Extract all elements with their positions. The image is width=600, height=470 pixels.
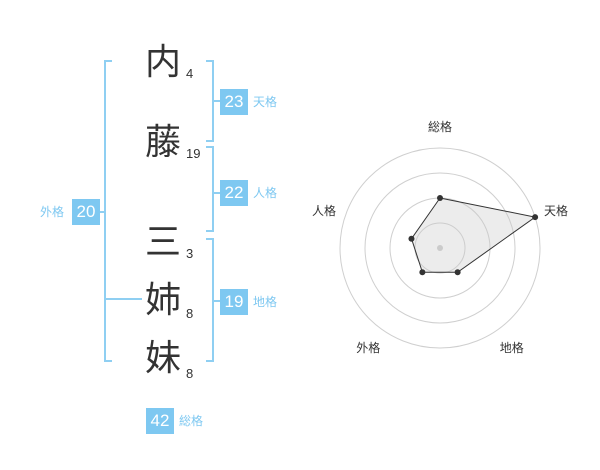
radar-point-1 bbox=[437, 195, 443, 201]
name-char-1: 内 bbox=[144, 42, 181, 83]
jinkaku-bracket-tick bbox=[214, 192, 220, 194]
chikaku-bracket-tick bbox=[214, 300, 220, 302]
name-char-3: 三 bbox=[144, 222, 181, 263]
tenkaku-bracket-tick bbox=[214, 100, 220, 102]
stroke-count-4: 8 bbox=[186, 306, 194, 321]
radar-point-5 bbox=[408, 235, 415, 242]
radar-series-polygon bbox=[410, 197, 537, 273]
radar-axis-label-5: 人格 bbox=[311, 204, 336, 219]
radar-axis-label-3: 地格 bbox=[499, 340, 524, 355]
stroke-count-2: 19 bbox=[186, 146, 201, 161]
radar-point-4 bbox=[419, 269, 426, 276]
stroke-count-5: 8 bbox=[186, 366, 194, 381]
radar-center bbox=[437, 245, 443, 251]
tenkaku-value: 23 bbox=[220, 89, 248, 115]
stroke-count-1: 4 bbox=[186, 66, 194, 81]
gaikaku-label: 外格 bbox=[40, 205, 65, 219]
radar-point-2 bbox=[532, 214, 539, 221]
radar-ring-4 bbox=[339, 147, 541, 349]
name-char-2: 藤 bbox=[144, 122, 181, 163]
radar-point-3 bbox=[454, 269, 461, 276]
jinkaku-label: 人格 bbox=[253, 186, 278, 200]
gaikaku-value: 20 bbox=[72, 199, 100, 225]
soukaku-value: 42 bbox=[146, 408, 174, 434]
chikaku-bracket bbox=[206, 238, 214, 362]
name-char-5: 妹 bbox=[144, 338, 181, 379]
gaikaku-bracket-tick bbox=[98, 211, 106, 213]
jinkaku-value: 22 bbox=[220, 180, 248, 206]
chikaku-label: 地格 bbox=[253, 295, 278, 309]
radar-axis-label-4: 外格 bbox=[356, 340, 381, 355]
name-char-4: 姉 bbox=[144, 280, 181, 321]
radar-axis-label-2: 天格 bbox=[544, 204, 569, 219]
tenkaku-bracket bbox=[206, 60, 214, 142]
radar-ring-3 bbox=[364, 172, 516, 324]
gaikaku-bracket-mid bbox=[104, 298, 142, 300]
chikaku-value: 19 bbox=[220, 289, 248, 315]
soukaku-label: 総格 bbox=[179, 414, 204, 428]
radar-axis-label-1: 総格 bbox=[428, 120, 453, 134]
jinkaku-bracket bbox=[206, 146, 214, 232]
tenkaku-label: 天格 bbox=[253, 95, 278, 109]
stroke-count-3: 3 bbox=[186, 246, 194, 261]
